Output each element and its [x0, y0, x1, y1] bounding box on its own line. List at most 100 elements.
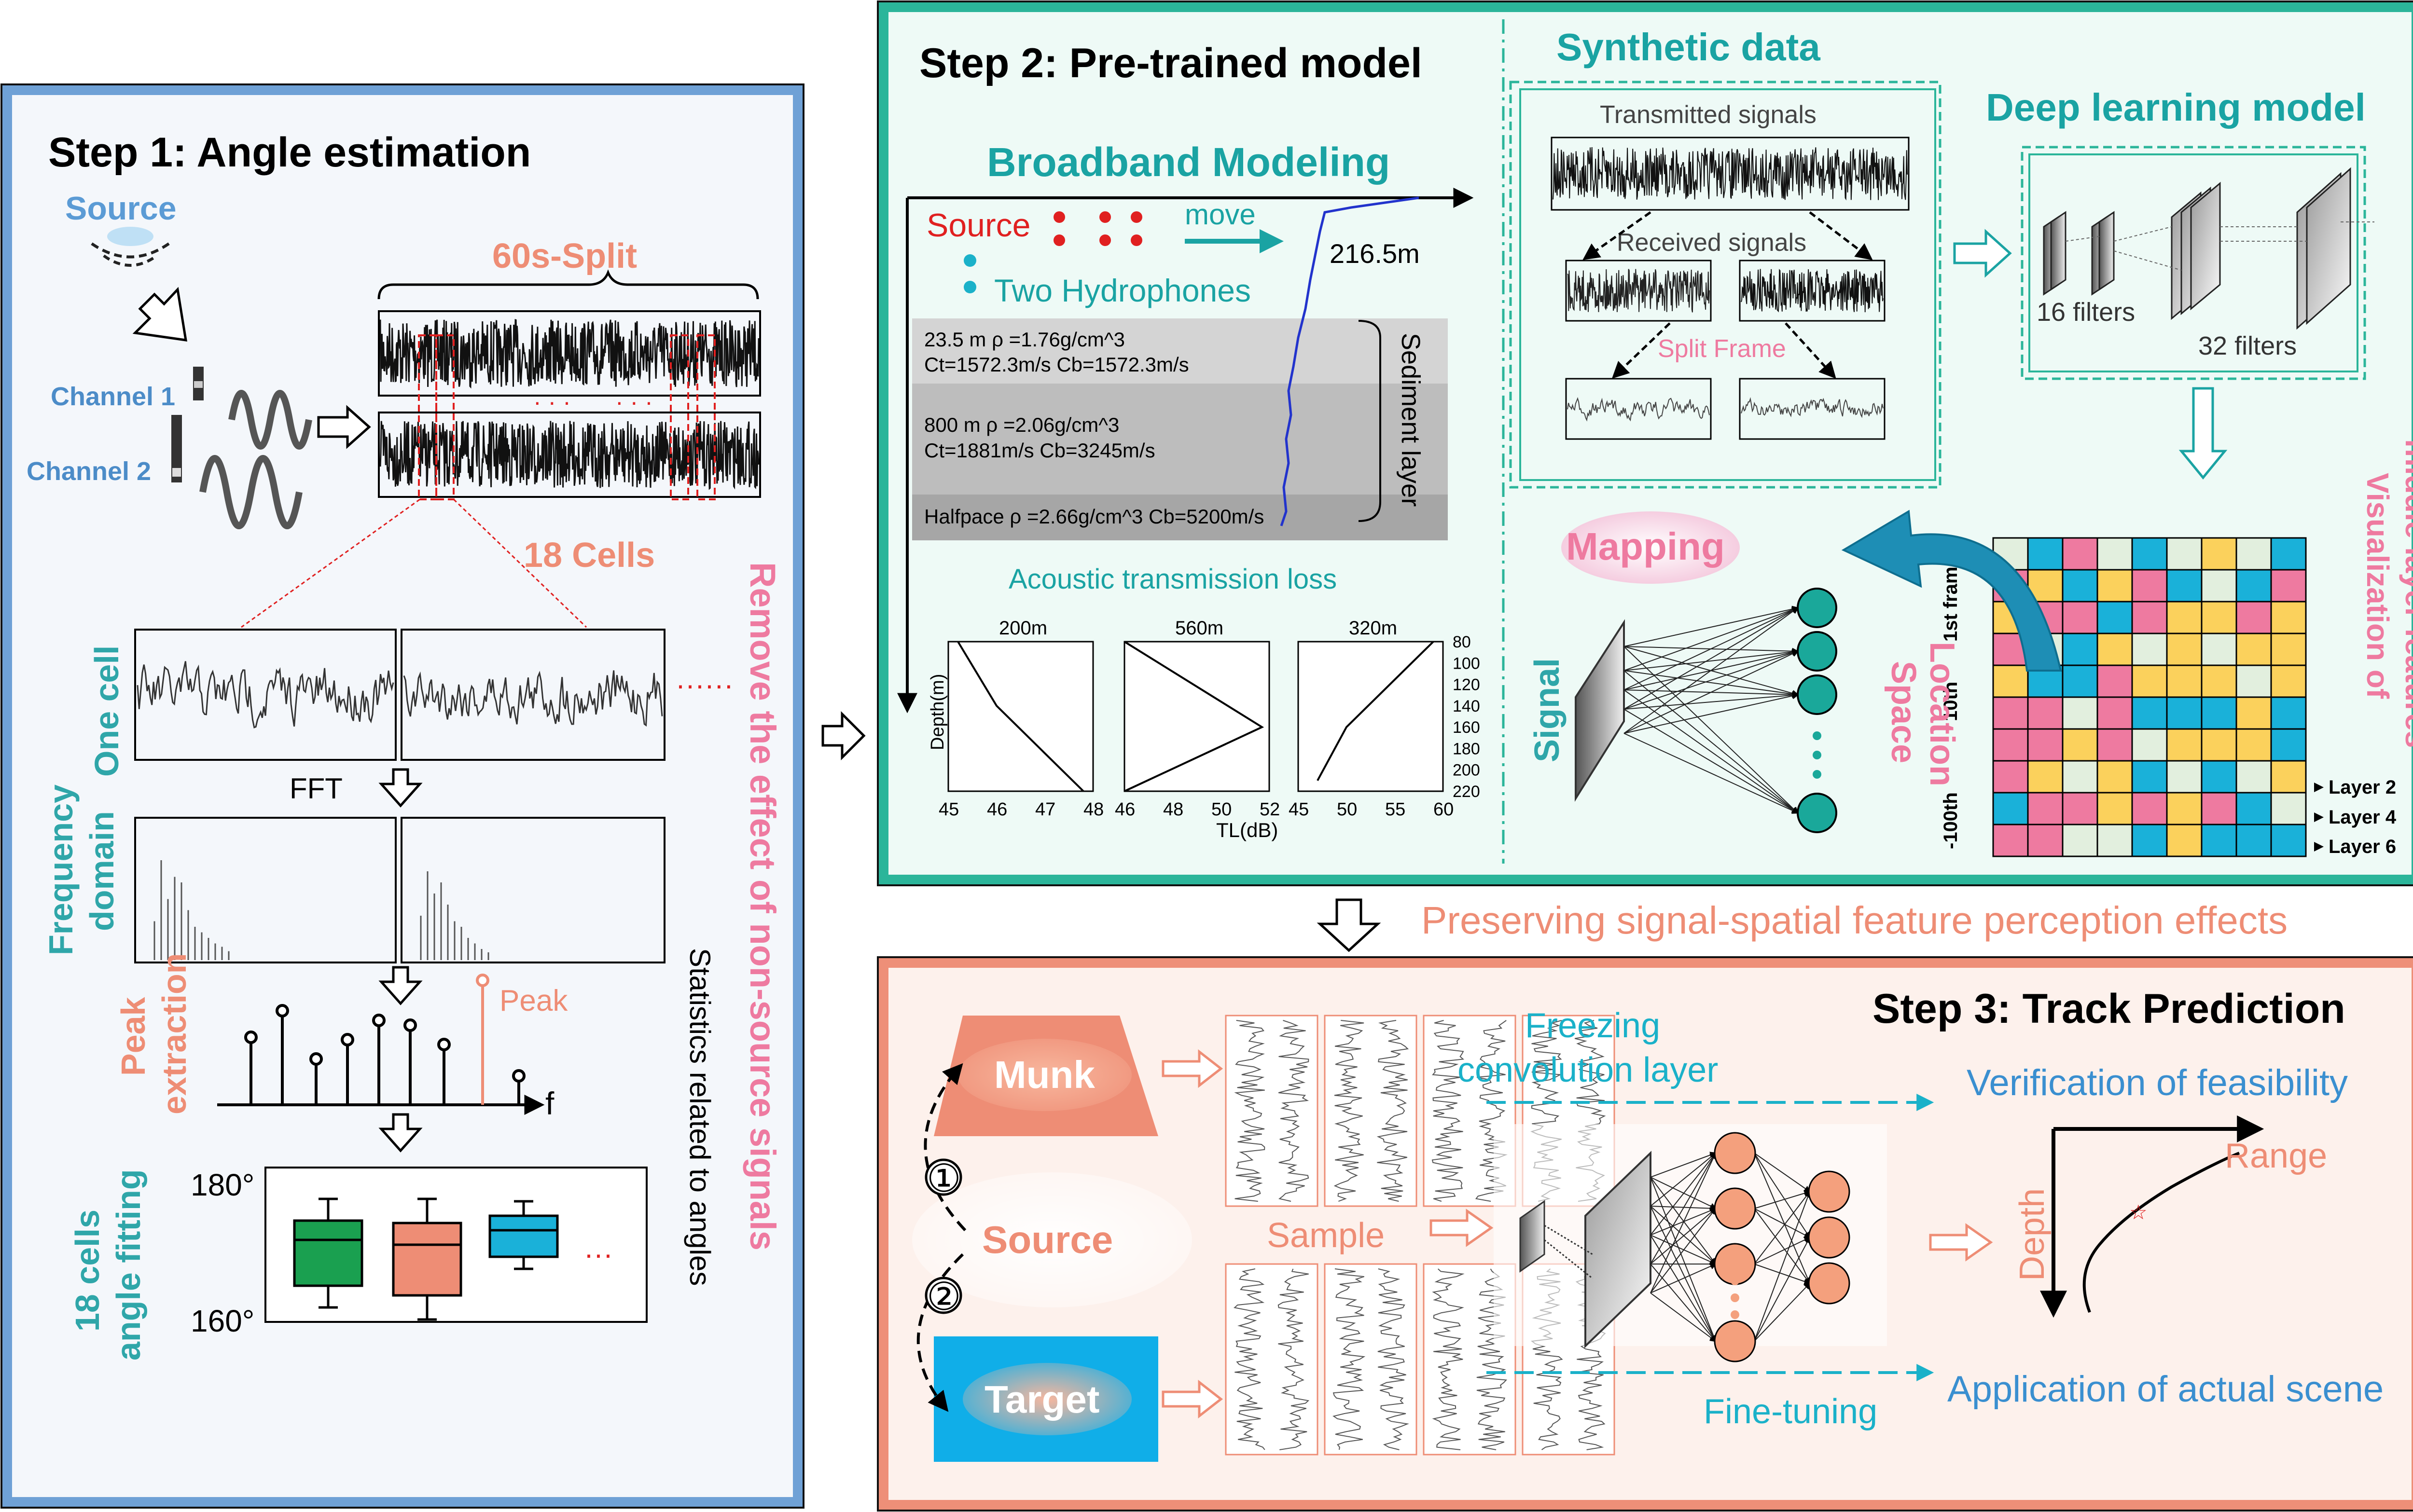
one-cell-frame-2 [401, 629, 666, 761]
tl-xtick: 48 [1163, 799, 1183, 820]
one-cell-label: One cell [88, 646, 125, 777]
step3-ellipsis-dot [1731, 1277, 1739, 1285]
sample-trace [1376, 1020, 1409, 1202]
step3-edge [1754, 1236, 1811, 1342]
feature-cell [2131, 824, 2168, 857]
tl-xtick: 60 [1433, 799, 1454, 820]
sample-label: Sample [1267, 1216, 1385, 1255]
feature-cell [2096, 537, 2133, 571]
step3-edge [1650, 1152, 1717, 1178]
feature-cell [2062, 760, 2098, 794]
mapping-edge [1623, 605, 1799, 647]
mapping-network [1623, 588, 1837, 833]
mapping-edge [1623, 646, 1799, 655]
middle-caption: Preserving signal-spatial feature percep… [1421, 899, 2288, 942]
step3-edge [1650, 1235, 1717, 1265]
sample-trace [1234, 1020, 1265, 1202]
frame100-label: -100th [1940, 792, 1961, 849]
frame1-label: 1st frame [1940, 556, 1961, 642]
feature-cell [1992, 728, 2029, 762]
feature-cell [2201, 728, 2237, 762]
tl-ytick: 180 [1453, 740, 1480, 758]
channel1-trace [379, 319, 760, 389]
feature-cell [2062, 696, 2098, 730]
move-arrow [1185, 229, 1284, 253]
feature-cell [2062, 569, 2098, 603]
feature-cell [2131, 728, 2168, 762]
remove-label: Remove the effect of non-source signals [743, 562, 783, 1251]
transmitted-trace [1553, 147, 1908, 201]
move-label: move [1185, 198, 1256, 231]
hollow-arrow-icon-7 [1953, 229, 2012, 278]
tl-ytick: 160 [1453, 718, 1480, 737]
one-cell-trace-2 [403, 670, 663, 727]
synthetic-inner-box [1519, 88, 1936, 481]
filters16-label: 16 filters [2037, 298, 2135, 327]
feedback-arrow-icon [1841, 509, 2062, 672]
hydrophone-points [964, 254, 976, 293]
dl-outer-box [2021, 146, 2366, 380]
feature-cell [2096, 824, 2133, 857]
hydrophones-label: Two Hydrophones [994, 273, 1251, 308]
stem-plot [217, 974, 545, 1115]
tl-panel-frame [1297, 641, 1444, 792]
tl-ytick: 140 [1453, 697, 1480, 715]
layer2-line1: 800 m ρ =2.06g/cm^3 [924, 413, 1119, 436]
feature-cell [2235, 696, 2272, 730]
step2-title: Step 2: Pre-trained model [919, 40, 1422, 86]
feature-cell [2096, 632, 2133, 666]
feature-cell [2270, 569, 2307, 603]
dl-inner-box [2028, 153, 2358, 372]
source-points [1054, 211, 1142, 246]
dl-title: Deep learning model [1986, 86, 2366, 129]
tl-xtick: 45 [1289, 799, 1309, 820]
tl-panel-frame [947, 641, 1094, 792]
cell-ellipsis: ······ [676, 669, 734, 701]
step3-node [1714, 1132, 1756, 1174]
boxplot-blue [488, 1200, 559, 1270]
feature-cell [2131, 760, 2168, 794]
step3-edge [1650, 1208, 1717, 1265]
deg-bottom: 160° [191, 1304, 254, 1338]
step3-edge [1754, 1282, 1811, 1342]
sample-block-top [1225, 1015, 1318, 1207]
sediment-label: Sediment layer [1396, 333, 1425, 507]
layer4-label: Layer 4 [2329, 807, 2397, 828]
feature-cell [2235, 792, 2272, 825]
step3-ellipsis-dot [1731, 1310, 1739, 1319]
feature-cell [2027, 824, 2064, 857]
mapping-edge [1623, 607, 1799, 710]
split-brace [377, 269, 759, 300]
feature-cell [2270, 792, 2307, 825]
tl-panel-title: 200m [999, 618, 1047, 639]
step3-edge [1754, 1264, 1811, 1285]
step3-edge [1650, 1206, 1717, 1343]
tl-ytick: 120 [1453, 676, 1480, 694]
mapping-edge [1623, 691, 1799, 710]
feature-cell [2270, 728, 2307, 762]
channel2-signal [379, 421, 760, 490]
received-trace-2 [1741, 269, 1884, 313]
mapping-edge [1623, 733, 1799, 814]
step3-edge [1754, 1153, 1811, 1285]
feature-cell [2235, 601, 2272, 634]
synthetic-arrows [1582, 211, 1873, 379]
peak-line1: Peak [114, 997, 152, 1076]
freq-domain-line2: domain [83, 811, 121, 931]
feature-cell [2096, 601, 2133, 634]
one-cell-trace-1 [137, 661, 394, 729]
tl-xtick: 50 [1211, 799, 1232, 820]
target-ellipse [963, 1363, 1132, 1435]
step3-ellipsis-dot [1731, 1293, 1739, 1302]
application-label: Application of actual scene [1947, 1369, 2384, 1410]
space-line2: Location [1923, 642, 1961, 786]
freezing-line2: convolution layer [1457, 1051, 1718, 1089]
hollow-arrow-icon [132, 287, 188, 342]
step3-title: Step 3: Track Prediction [1872, 986, 2345, 1032]
feature-cell [2235, 632, 2272, 666]
feature-cell [2027, 537, 2064, 571]
frame-segment-1 [1565, 378, 1712, 440]
layer2-label: Layer 2 [2329, 777, 2396, 798]
channel2-frame [378, 412, 761, 498]
